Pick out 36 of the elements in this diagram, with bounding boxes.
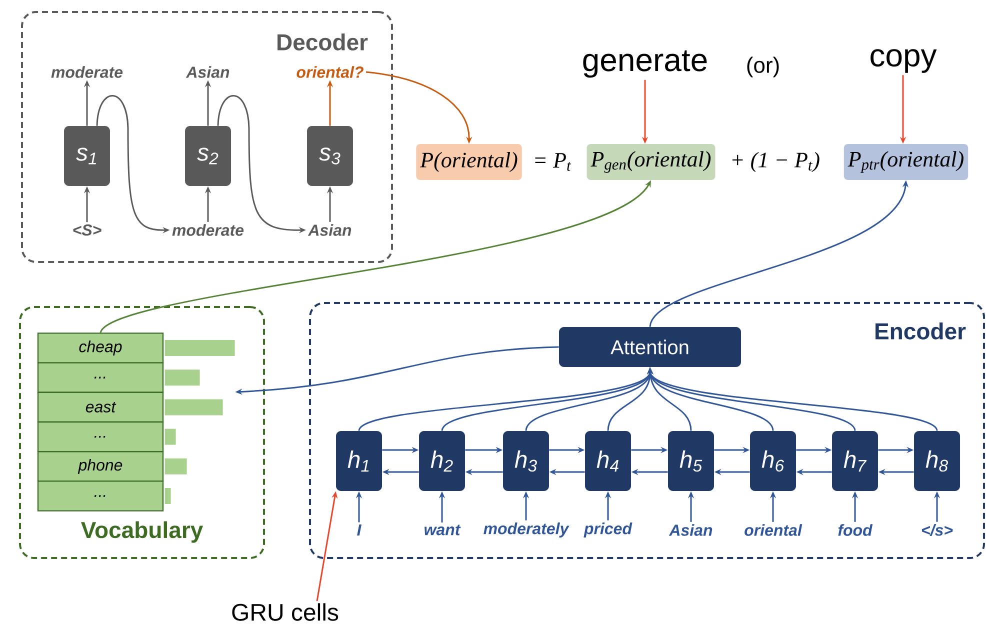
- probability-bars-drawing: [164, 340, 235, 504]
- word-label: </s>: [922, 524, 953, 536]
- formula-text: + (1 − P$_{t}$): [732, 152, 820, 172]
- state-box: s$_{1}$: [64, 126, 110, 186]
- word-label: food: [838, 524, 873, 536]
- word-label: want: [424, 524, 461, 536]
- word-label: Asian: [308, 224, 352, 236]
- hidden-state-box: h$_{7}$: [832, 431, 878, 491]
- word-label: I: [357, 524, 362, 536]
- formula-box: P$_{ptr}$(oriental): [844, 144, 968, 180]
- word-label: Asian: [668, 524, 712, 536]
- hidden-state-box: h$_{3}$: [503, 431, 549, 491]
- word-label: oriental?: [296, 66, 364, 78]
- hidden-state-box: h$_{6}$: [750, 431, 796, 491]
- word-label: moderate: [51, 66, 123, 78]
- word-label: oriental: [744, 524, 802, 536]
- word-label: <S>: [73, 224, 102, 236]
- hidden-state-box: h$_{2}$: [419, 431, 465, 491]
- heading: generate: [583, 50, 707, 78]
- formula-box: P$_{gen}$(oriental): [586, 144, 716, 180]
- heading: copy: [870, 49, 937, 73]
- caption: GRU cells: [232, 603, 338, 621]
- word-label: priced: [584, 522, 632, 538]
- hidden-state-box: h$_{5}$: [668, 431, 714, 491]
- formula-text: (or): [747, 56, 779, 78]
- word-label: moderate: [172, 224, 244, 236]
- hidden-state-box: h$_{8}$: [914, 431, 960, 491]
- hidden-state-box: h$_{1}$: [336, 431, 382, 491]
- formula-box: P(oriental): [416, 144, 522, 180]
- attention-box: Attention: [559, 327, 741, 367]
- word-label: moderately: [484, 522, 570, 538]
- hidden-state-box: h$_{4}$: [585, 431, 631, 491]
- state-box: s$_{3}$: [307, 126, 353, 186]
- word-label: Asian: [186, 66, 230, 78]
- formula-text: = P$_{t}$: [535, 153, 572, 171]
- state-box: s$_{2}$: [185, 126, 231, 186]
